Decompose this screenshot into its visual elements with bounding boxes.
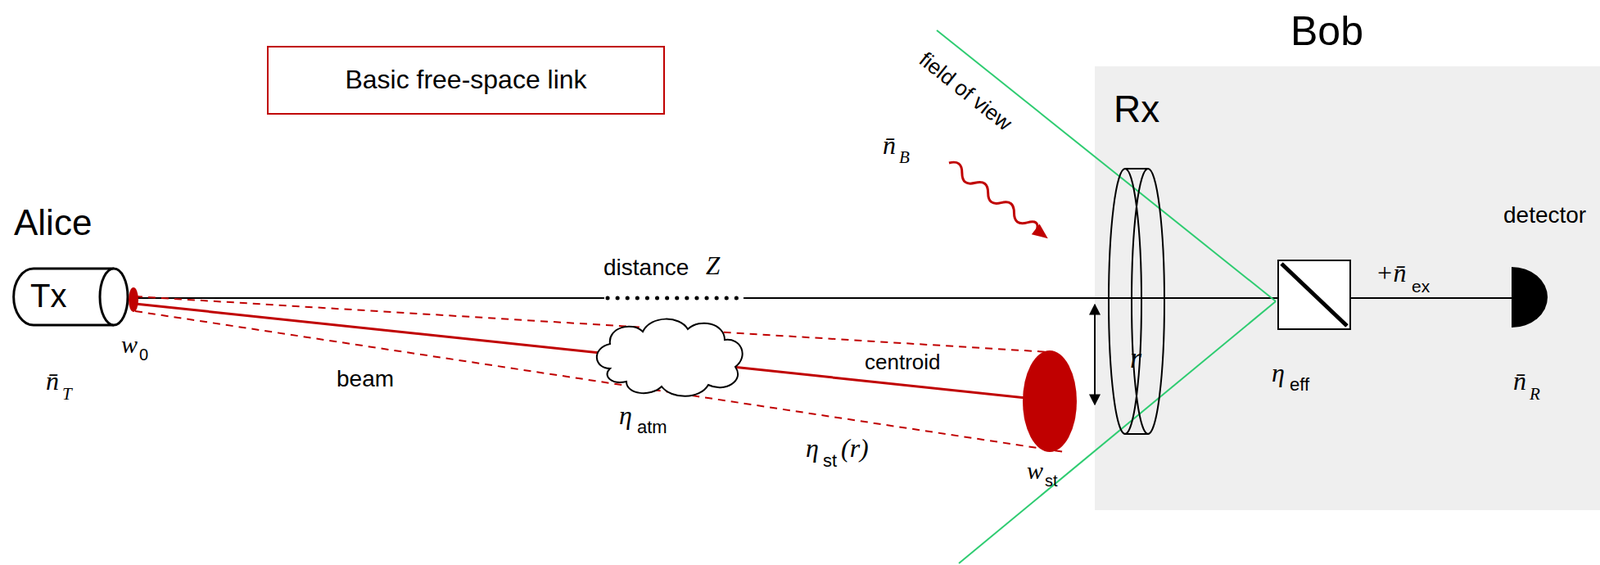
label-anchor: B (899, 148, 910, 168)
photon-symbol: n̄ (882, 131, 896, 160)
transmitter-outline (12, 266, 132, 327)
background-photon (944, 158, 1052, 245)
fov-line (936, 30, 1276, 302)
photon-symbol: n̄ (45, 366, 59, 396)
label-anchor: T (62, 384, 73, 404)
detector-label: detector (1503, 203, 1587, 229)
beam-label: beam (336, 366, 394, 393)
axis-line (743, 297, 1512, 299)
receiver-name: Rx (1113, 88, 1160, 131)
photon-subscript: B (899, 148, 910, 168)
beam-centroid (135, 303, 1050, 401)
transmitter-box: Tx (12, 266, 132, 327)
label-anchor: (r) (840, 433, 869, 463)
fov-label: field of view (914, 47, 1017, 136)
label-anchor: 0 (139, 345, 149, 364)
photon-subscript: R (1529, 384, 1541, 404)
width-symbol: w (1026, 456, 1044, 484)
beam-edge (135, 311, 1065, 452)
loss-symbol: η (619, 401, 633, 430)
label-anchor: n̄ (45, 366, 59, 396)
loss-subscript: atm (637, 417, 668, 438)
width-subscript: st (1044, 471, 1058, 490)
receiver-lens (1108, 168, 1165, 434)
axis-line (131, 297, 605, 299)
loss-argument: (r) (840, 433, 869, 463)
distance-label: distance (603, 255, 689, 281)
label-anchor: w (1026, 456, 1044, 484)
label-anchor: Rx (1113, 88, 1160, 131)
label-anchor: beam (336, 366, 394, 393)
photon-subscript: T (62, 384, 73, 404)
label-anchor: R (1529, 384, 1541, 404)
label-anchor: +n̄ (1375, 258, 1407, 288)
turbulence-cloud (596, 319, 743, 397)
label-anchor: centroid (864, 350, 941, 375)
efficiency-subscript: eff (1289, 375, 1310, 395)
label-anchor: n̄ (1513, 366, 1527, 396)
label-anchor: r (1129, 342, 1142, 376)
party-name: Alice (13, 203, 92, 243)
offset-symbol: r (1129, 342, 1142, 376)
detector-symbol (1511, 266, 1548, 328)
label-anchor: Alice (13, 203, 92, 243)
beam-splitter (1278, 260, 1351, 330)
efficiency-symbol: η (1271, 358, 1285, 388)
label-anchor: detector (1503, 203, 1587, 229)
photon-symbol: +n̄ (1375, 258, 1407, 288)
photon-subscript: ex (1411, 276, 1430, 296)
label-anchor: Z (705, 252, 720, 281)
label-anchor: η (1271, 358, 1285, 388)
panel-heading: Bob (1290, 9, 1364, 55)
beam-edge (135, 296, 1050, 353)
label-anchor: field of view (929, 47, 1041, 72)
label-anchor: w (121, 330, 138, 358)
label-anchor: η (805, 433, 819, 463)
photon-symbol: n̄ (1513, 366, 1527, 396)
title-box: Basic free-space link (266, 45, 665, 115)
label-anchor: atm (637, 417, 668, 438)
label-anchor: η (619, 401, 633, 430)
offset-arrow (1093, 304, 1096, 405)
axis-dots (607, 296, 741, 301)
label-anchor: n̄ (882, 131, 896, 160)
waist-subscript: 0 (139, 345, 149, 364)
waist-spot (128, 287, 139, 312)
fov-line (958, 301, 1276, 564)
loss-subscript: st (822, 451, 837, 471)
distance-symbol: Z (705, 252, 720, 281)
node-label: Tx (30, 277, 67, 314)
label-anchor: distance (603, 255, 689, 281)
loss-symbol: η (805, 433, 819, 463)
received-spot (1022, 350, 1077, 452)
waist-symbol: w (121, 330, 138, 358)
label-anchor: st (1044, 471, 1058, 490)
label-anchor: st (822, 451, 837, 471)
centroid-label: centroid (864, 350, 941, 375)
label-anchor: eff (1289, 375, 1310, 395)
node-label: Basic free-space link (344, 65, 587, 95)
label-anchor: ex (1411, 276, 1430, 296)
